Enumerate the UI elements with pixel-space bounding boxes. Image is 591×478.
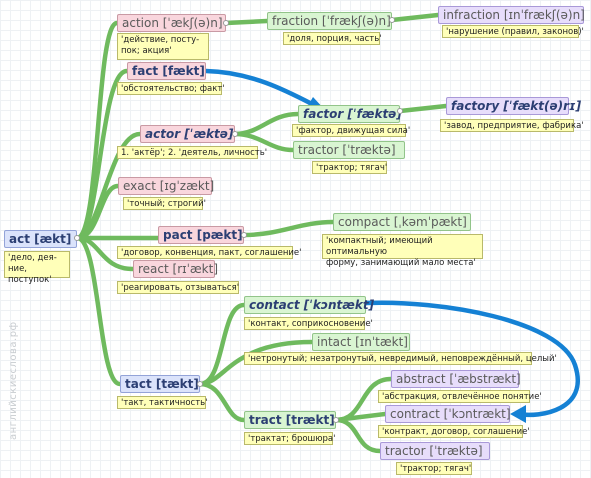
note-act: 'дело, дея- ние, поступок' xyxy=(4,251,70,285)
node-act[interactable]: act [ækt] xyxy=(4,230,77,248)
note-react: 'реагировать, отзываться' xyxy=(117,281,239,294)
node-contact[interactable]: contact [ˈkɔntækt] xyxy=(244,296,374,314)
link-act-tact xyxy=(74,235,123,387)
collapse-knob-act[interactable] xyxy=(74,235,80,241)
node-compact[interactable]: compact [ˌkəmˈpækt] xyxy=(333,213,471,231)
link-fraction-infraction xyxy=(389,12,441,23)
link-tact-tract xyxy=(197,381,247,423)
node-infraction[interactable]: infraction [ɪnˈfrækʃ(ə)n] xyxy=(438,6,585,24)
node-contract[interactable]: contract [ˈkɔntrækt] xyxy=(385,405,511,423)
link-pact-compact xyxy=(241,219,336,238)
note-contact: 'контакт, соприкосновение' xyxy=(244,317,373,330)
node-tractor-2[interactable]: tractor [ˈtræktə] xyxy=(380,442,490,460)
note-actor: 1. 'актёр'; 2. 'деятель, личность' xyxy=(117,146,267,159)
note-factory: 'завод, предприятие, фабрика' xyxy=(440,119,584,132)
node-factory[interactable]: factory [ˈfækt(ə)rɪ] xyxy=(446,97,581,115)
node-tract[interactable]: tract [trækt] xyxy=(244,411,336,429)
note-intact: 'нетронутый; незатронутый, невредимый, н… xyxy=(244,352,557,365)
node-factor[interactable]: factor [ˈfæktə] xyxy=(298,105,402,123)
note-factor: 'фактор, движущая сила' xyxy=(292,124,410,137)
note-tractor-1: 'трактор; тягач' xyxy=(312,161,387,174)
node-actor[interactable]: actor [ˈæktə] xyxy=(140,125,235,143)
node-abstract[interactable]: abstract [ˈæbstrækt] xyxy=(391,370,521,388)
node-tact[interactable]: tact [tækt] xyxy=(120,375,200,393)
note-abstract: 'абстракция, отвлечённое понятие' xyxy=(378,390,542,403)
node-intact[interactable]: intact [ɪnˈtækt] xyxy=(312,333,410,351)
note-compact: 'компактный; имеющий оптимальную форму, … xyxy=(322,234,483,268)
link-action-fraction xyxy=(223,18,270,26)
node-action[interactable]: action [ˈækʃ(ə)n] xyxy=(117,14,226,32)
link-factor-factory xyxy=(397,103,449,114)
note-fraction: 'доля, порция, часть' xyxy=(283,32,382,45)
note-fact: 'обстоятельство; факт' xyxy=(117,82,225,95)
collapse-knob-factor[interactable] xyxy=(397,108,403,114)
node-react[interactable]: react [rɪˈækt] xyxy=(133,260,218,278)
link-tract-tractor xyxy=(333,417,383,454)
collapse-knob-actor[interactable] xyxy=(232,131,238,137)
note-tract: 'трактат; брошюра' xyxy=(244,432,335,445)
link-actor-factor xyxy=(232,111,301,137)
node-fraction[interactable]: fraction [ˈfrækʃ(ə)n] xyxy=(267,12,392,30)
node-fact[interactable]: fact [fækt] xyxy=(127,62,206,80)
link-tact-intact xyxy=(197,339,315,387)
watermark: английскиеслова.рф xyxy=(8,321,19,440)
node-pact[interactable]: pact [pækt] xyxy=(158,226,244,244)
collapse-knob-action[interactable] xyxy=(223,20,229,26)
collapse-knob-fraction[interactable] xyxy=(389,17,395,23)
node-exact[interactable]: exact [ɪgˈzækt] xyxy=(118,177,214,195)
arrow-contact-contract xyxy=(363,300,580,418)
link-actor-tractor xyxy=(232,131,296,153)
note-exact: 'точный; строгий' xyxy=(123,197,206,210)
collapse-knob-pact[interactable] xyxy=(241,232,247,238)
note-infraction: 'нарушение (правил, законов)' xyxy=(442,25,584,38)
node-tractor-1[interactable]: tractor [ˈtræktə] xyxy=(293,141,405,159)
collapse-knob-tract[interactable] xyxy=(333,417,339,423)
arrowhead-contact-contract xyxy=(510,405,526,423)
note-pact: 'договор, конвенция, пакт, соглашение' xyxy=(117,246,302,259)
note-contract: 'контракт, договор, соглашение' xyxy=(378,425,530,438)
link-tract-contract xyxy=(333,411,388,423)
note-tact: 'такт, тактичность' xyxy=(117,396,208,409)
arrow-fact-factor xyxy=(203,68,315,107)
note-action: 'действие, посту- пок; акция' xyxy=(117,33,209,60)
note-tractor-2: 'трактор; тягач' xyxy=(396,462,472,475)
collapse-knob-tact[interactable] xyxy=(197,381,203,387)
